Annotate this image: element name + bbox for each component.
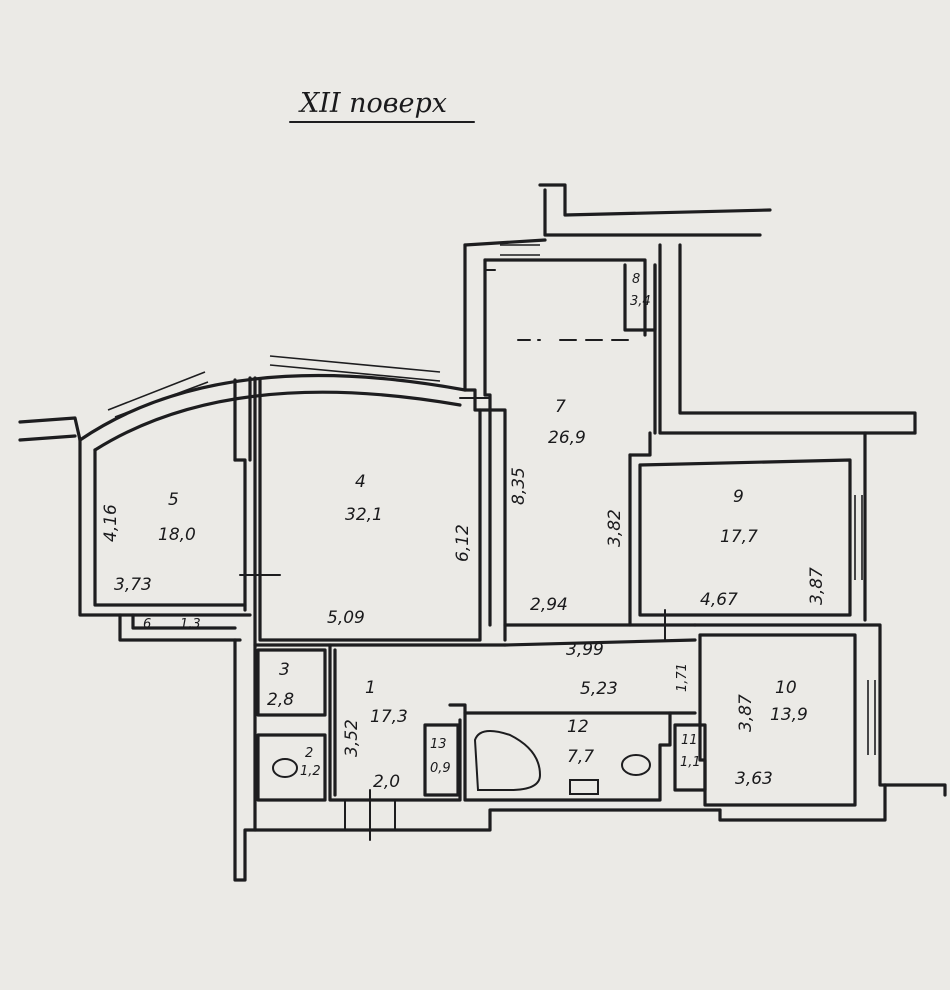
dim-corridor-small: 1,71 (675, 663, 690, 692)
room-5-walls (78, 438, 252, 617)
dim-r1-width: 2,0 (373, 772, 400, 792)
dim-r7-side: 3,82 (605, 509, 625, 547)
room-4-walls-inner (258, 378, 482, 642)
dim-r5-height: 4,16 (101, 504, 121, 542)
toilet-icon (621, 754, 651, 776)
dim-r10-height: 3,87 (736, 694, 756, 732)
room-5-walls-inner (93, 448, 247, 607)
room-8-area: 3,4 (630, 294, 651, 309)
bathtub-icon (473, 730, 542, 791)
room-12-walls (463, 711, 672, 802)
room-1-area: 17,3 (370, 707, 408, 727)
wall-5-4 (233, 458, 247, 612)
room-13-area: 0,9 (430, 761, 451, 776)
room-13-walls (423, 723, 460, 797)
room-10-bottom-outer (718, 783, 887, 822)
dimension-labels: 4,16 3,73 5,09 6,12 8,35 2,94 3,82 4,67 … (101, 467, 827, 792)
room-10-walls (698, 633, 857, 807)
room-13-number: 13 (430, 737, 447, 752)
dim-r5-width: 3,73 (114, 575, 152, 595)
room-9-number: 9 (733, 487, 744, 507)
room-6-number: 6 (143, 617, 151, 632)
room-12-number: 12 (567, 717, 589, 737)
curved-facade-outer (78, 373, 467, 442)
room-5-number: 5 (168, 490, 179, 510)
room-9-top-left (628, 431, 652, 457)
corridor-top (503, 638, 697, 647)
room-3-number: 3 (279, 660, 290, 680)
dim-corridor-width: 3,99 (566, 640, 604, 660)
window-room-4-inner (269, 364, 441, 382)
wall-stub-top (538, 183, 772, 217)
window-room-5 (107, 371, 206, 411)
room-11-walls (673, 723, 707, 792)
room-3-walls (256, 648, 327, 717)
room-3-area: 2,8 (267, 690, 294, 710)
corridor-bottom (448, 703, 697, 715)
room-2-number: 2 (305, 746, 313, 761)
room-5-area: 18,0 (158, 525, 196, 545)
room-7-number: 7 (555, 397, 566, 417)
room-labels: 1 17,3 2 1,2 3 2,8 4 32,1 5 18,0 6 1,3 7… (143, 272, 808, 779)
room-1-number: 1 (365, 678, 376, 698)
curved-facade-inner (93, 390, 462, 452)
room-7-area: 26,9 (548, 428, 586, 448)
dim-r4-height: 6,12 (453, 524, 473, 562)
dim-r7-width: 2,94 (530, 595, 568, 615)
dim-r7-height: 8,35 (509, 467, 529, 505)
dim-r1-height: 3,52 (342, 719, 362, 757)
room-10-number: 10 (775, 678, 797, 698)
room-2-walls (256, 733, 327, 802)
room-4-area: 32,1 (345, 505, 383, 525)
dim-r10-width: 3,63 (735, 769, 773, 789)
room-6-area: 1,3 (180, 617, 201, 632)
room-10-outer (693, 623, 887, 787)
room-11-area: 1,1 (680, 755, 701, 770)
dim-r9-height: 3,87 (807, 567, 827, 605)
room-6-walls (118, 613, 242, 642)
room-4-number: 4 (355, 472, 366, 492)
room-7-top-inner (483, 258, 647, 337)
room-9-walls (638, 458, 852, 617)
room-12-area: 7,7 (567, 747, 594, 767)
room-6-walls-inner (131, 613, 237, 630)
floor-title: XII поверх (298, 88, 447, 119)
room-4-right-wall (463, 388, 507, 642)
wall-stub-bottom-right (883, 783, 947, 797)
wall-stub-right-inner (658, 243, 917, 435)
washbasin-icon (272, 758, 298, 778)
room-11-number: 11 (681, 733, 698, 748)
wall-stub-left (18, 416, 82, 442)
room-7-top-outer (463, 238, 547, 247)
dim-corridor-length: 5,23 (580, 679, 618, 699)
room-10-area: 13,9 (770, 705, 808, 725)
room-7-left-inner (483, 258, 492, 627)
window-room-5-inner (114, 381, 209, 418)
sink-icon (569, 779, 599, 795)
room-2-area: 1,2 (300, 764, 321, 779)
dim-r9-width: 4,67 (700, 590, 738, 610)
dim-r4-width: 5,09 (327, 608, 365, 628)
wall-stub-right (678, 243, 917, 435)
wall-stub-top-inner (543, 188, 762, 237)
wall-stub-left-inner (18, 434, 77, 442)
room-8-number: 8 (632, 272, 640, 287)
window-room-4 (269, 355, 441, 373)
room-9-area: 17,7 (720, 527, 758, 547)
lower-left-wall (233, 638, 722, 882)
